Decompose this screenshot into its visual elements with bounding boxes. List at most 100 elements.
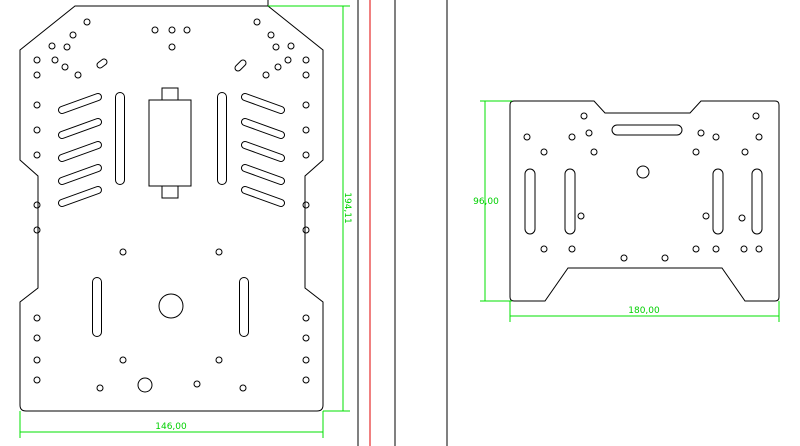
hole: [63, 43, 71, 51]
hole: [740, 245, 748, 253]
right-width-label: 180,00: [628, 306, 660, 316]
slot: [524, 168, 536, 235]
hole: [51, 56, 59, 64]
hole: [267, 31, 275, 39]
left-plate-slots: [58, 58, 285, 337]
slot: [241, 186, 285, 207]
slot: [96, 58, 108, 69]
hole: [33, 101, 41, 109]
hole: [661, 254, 669, 262]
slot: [239, 277, 249, 337]
hole: [193, 380, 201, 388]
hole: [287, 42, 295, 50]
hole: [158, 293, 184, 319]
slot: [58, 141, 102, 162]
hole: [540, 148, 548, 156]
hole: [119, 356, 127, 364]
slot: [234, 59, 247, 72]
hole: [33, 151, 41, 159]
slot: [58, 164, 102, 185]
right-plate-holes: [523, 112, 763, 262]
hole: [215, 356, 223, 364]
hole: [752, 112, 760, 120]
slot: [58, 186, 102, 207]
hole: [61, 63, 69, 71]
hole: [738, 214, 746, 222]
left-plate-dimensions: 194,11 146,00: [19, 5, 352, 438]
hole: [692, 148, 700, 156]
hole: [48, 42, 56, 50]
hole: [712, 245, 720, 253]
hole: [151, 26, 159, 34]
left-width-label: 146,00: [155, 422, 187, 432]
hole: [215, 248, 223, 256]
hole: [168, 26, 176, 34]
hole: [580, 112, 588, 120]
hole: [755, 133, 763, 141]
hole: [568, 245, 576, 253]
hole: [523, 133, 531, 141]
hole: [33, 314, 41, 322]
hole: [74, 71, 82, 79]
hole: [168, 43, 176, 51]
hole: [239, 384, 247, 392]
left-plate-outline: [19, 5, 324, 412]
hole: [96, 384, 104, 392]
hole: [702, 212, 710, 220]
right-plate-dimensions: 96,00 180,00: [473, 100, 780, 322]
right-plate-outline: [509, 100, 780, 302]
hole: [302, 356, 310, 364]
hole: [302, 56, 310, 64]
hole: [692, 245, 700, 253]
hole: [302, 101, 310, 109]
slot: [241, 141, 285, 162]
hole: [302, 314, 310, 322]
hole: [284, 56, 292, 64]
hole: [585, 129, 593, 137]
hole: [33, 201, 41, 209]
hole: [33, 334, 41, 342]
hole: [577, 212, 585, 220]
right-height-label: 96,00: [473, 197, 499, 207]
slot: [712, 168, 724, 235]
hole: [33, 126, 41, 134]
hole: [119, 248, 127, 256]
right-plate: [509, 100, 780, 302]
hole: [540, 245, 548, 253]
slot: [115, 92, 125, 185]
hole: [69, 31, 77, 39]
hole: [590, 148, 598, 156]
hole: [272, 43, 280, 51]
hole: [33, 71, 41, 79]
slot: [564, 168, 576, 235]
slot: [58, 93, 102, 114]
hole: [302, 376, 310, 384]
hole: [302, 201, 310, 209]
hole: [620, 254, 628, 262]
hole: [83, 18, 91, 26]
hole: [712, 133, 720, 141]
hole: [33, 356, 41, 364]
cutout-tab: [161, 87, 179, 101]
slot: [241, 118, 285, 139]
cutout-tab: [161, 185, 179, 199]
left-plate: [19, 0, 324, 412]
hole: [33, 56, 41, 64]
slot: [241, 164, 285, 185]
slot: [751, 168, 763, 235]
left-plate-holes: [33, 18, 310, 393]
hole: [33, 226, 41, 234]
left-height-label: 194,11: [342, 192, 352, 224]
hole: [302, 334, 310, 342]
hole: [33, 376, 41, 384]
hole: [741, 148, 749, 156]
hole: [262, 71, 270, 79]
slot: [611, 124, 683, 136]
slot: [58, 118, 102, 139]
hole: [183, 26, 191, 34]
hole: [302, 126, 310, 134]
hole: [568, 133, 576, 141]
hole: [636, 165, 650, 179]
slot: [217, 92, 227, 185]
slot: [92, 277, 102, 337]
